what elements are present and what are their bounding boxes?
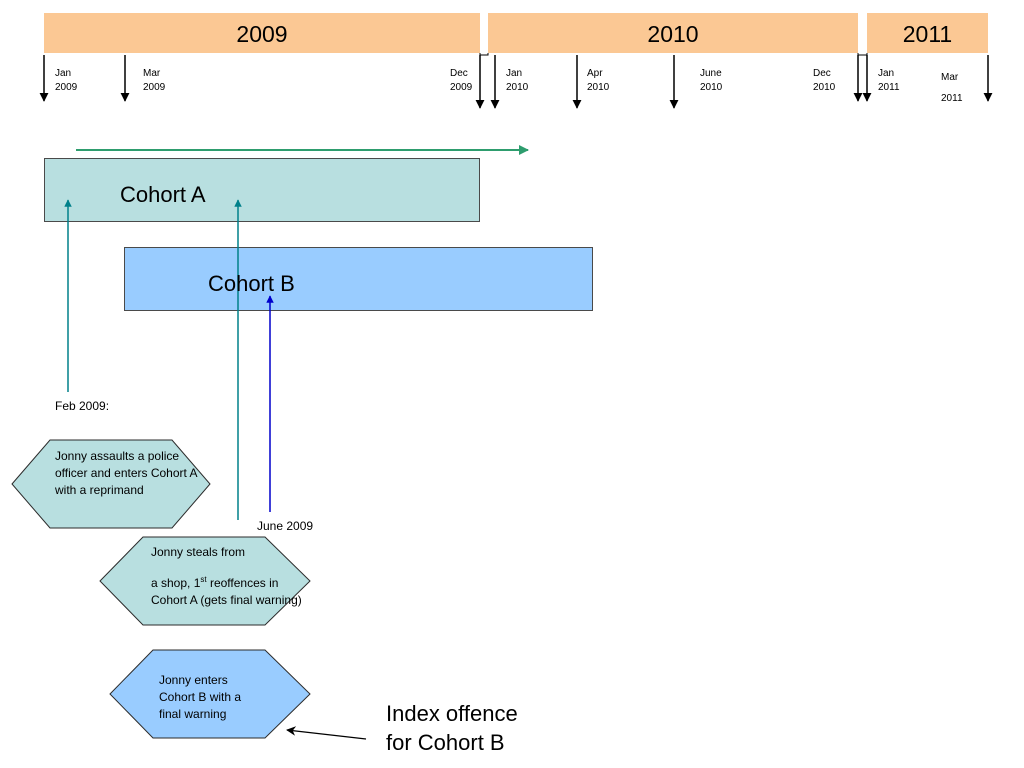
june-2009-label: June 2009: [257, 519, 314, 533]
year-band-2011: 2011: [867, 13, 988, 53]
steal-event-text: Jonny steals from a shop, 1st reoffences…: [151, 544, 311, 609]
year-band-2010: 2010: [488, 13, 858, 53]
steal-line-2: a shop, 1st reoffences in Cohort A (gets…: [151, 575, 302, 607]
cohort-b-label: Cohort B: [208, 271, 295, 296]
feb-2009-label: Feb 2009:: [55, 399, 110, 413]
cohort-a-box: [44, 158, 480, 222]
index-offence-label: Index offence for Cohort B: [386, 701, 518, 755]
index-offence-arrow: [286, 726, 367, 740]
assault-event-text: Jonny assaults a police officer and ente…: [55, 449, 197, 497]
event-hexagon-steal: [99, 536, 311, 626]
steal-line-1: Jonny steals from: [151, 545, 246, 559]
event-hexagon-assault: [11, 439, 211, 529]
event-hexagon-enter-b: [109, 649, 311, 739]
cohort-a-label: Cohort A: [120, 182, 206, 207]
year-band-2009: 2009: [44, 13, 480, 53]
year-connector-2009-2010: [479, 53, 489, 56]
year-connector-2010-2011: [857, 53, 868, 56]
cohort-b-box: [124, 247, 593, 311]
enter-b-event-text: Jonny enters Cohort B with a final warni…: [159, 673, 242, 721]
